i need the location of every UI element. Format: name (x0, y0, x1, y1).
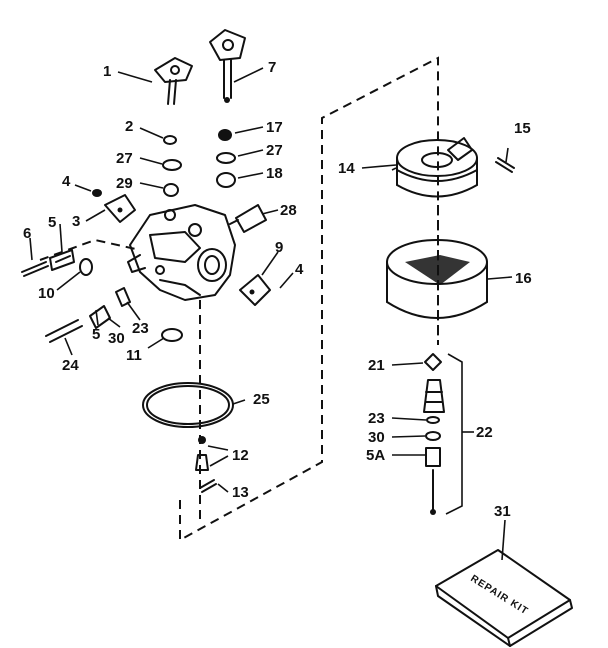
label-11: 11 (126, 347, 142, 364)
label-3: 3 (72, 213, 80, 230)
label-31: 31 (494, 503, 511, 520)
label-16: 16 (515, 270, 532, 287)
float-part (396, 137, 478, 198)
mixture-screw-assembly (45, 287, 131, 343)
label-21: 21 (368, 357, 385, 374)
label-14: 14 (338, 160, 355, 177)
label-18: 18 (266, 165, 283, 182)
label-17: 17 (266, 119, 283, 136)
throttle-shaft-part (154, 57, 193, 105)
label-28: 28 (280, 202, 297, 219)
leader-lines (29, 67, 513, 561)
label-30-left: 30 (108, 330, 125, 347)
small-washer-parts (92, 129, 236, 197)
label-12: 12 (232, 447, 249, 464)
inlet-needle-seat-part (195, 436, 217, 493)
bowl-drain-assembly (423, 353, 445, 515)
label-22: 22 (476, 424, 493, 441)
part-labels: 1 7 2 17 27 27 4 29 18 3 5 28 6 9 4 10 2… (23, 59, 532, 520)
float-bowl-gasket-part (142, 382, 234, 428)
label-27-right: 27 (266, 142, 283, 159)
label-27-left: 27 (116, 150, 133, 167)
label-23-left: 23 (132, 320, 149, 337)
throttle-plate-part (104, 194, 136, 223)
label-4-right: 4 (295, 261, 304, 278)
label-4-left: 4 (62, 173, 71, 190)
carburetor-body (127, 204, 236, 301)
float-bowl-gasket-inner (146, 385, 230, 425)
float-pin-part (495, 157, 515, 173)
label-5A: 5A (366, 447, 385, 464)
choke-plate-part (239, 274, 271, 306)
label-24: 24 (62, 357, 79, 374)
fuel-fitting-part (229, 204, 267, 233)
label-10: 10 (38, 285, 55, 302)
label-6: 6 (23, 225, 31, 242)
label-23-right: 23 (368, 410, 385, 427)
label-2: 2 (125, 118, 133, 135)
small-gasket-part (161, 328, 183, 342)
label-25: 25 (253, 391, 270, 408)
label-5-bottom: 5 (92, 326, 100, 343)
label-30-right: 30 (368, 429, 385, 446)
float-bowl-part (386, 239, 488, 319)
label-29: 29 (116, 175, 133, 192)
label-1: 1 (103, 63, 111, 80)
idle-screw-assembly (21, 249, 93, 277)
left-dashed-line (39, 238, 141, 261)
label-9: 9 (275, 239, 283, 256)
repair-kit-text: REPAIR KIT (468, 573, 530, 617)
label-5-top: 5 (48, 214, 56, 231)
label-13: 13 (232, 484, 249, 501)
label-15: 15 (514, 120, 531, 137)
assembly-dashed-outline (179, 56, 439, 542)
label-7: 7 (268, 59, 276, 76)
bracket-22 (445, 353, 463, 515)
choke-shaft-part (209, 29, 246, 103)
repair-kit-illustration: REPAIR KIT (435, 549, 573, 647)
